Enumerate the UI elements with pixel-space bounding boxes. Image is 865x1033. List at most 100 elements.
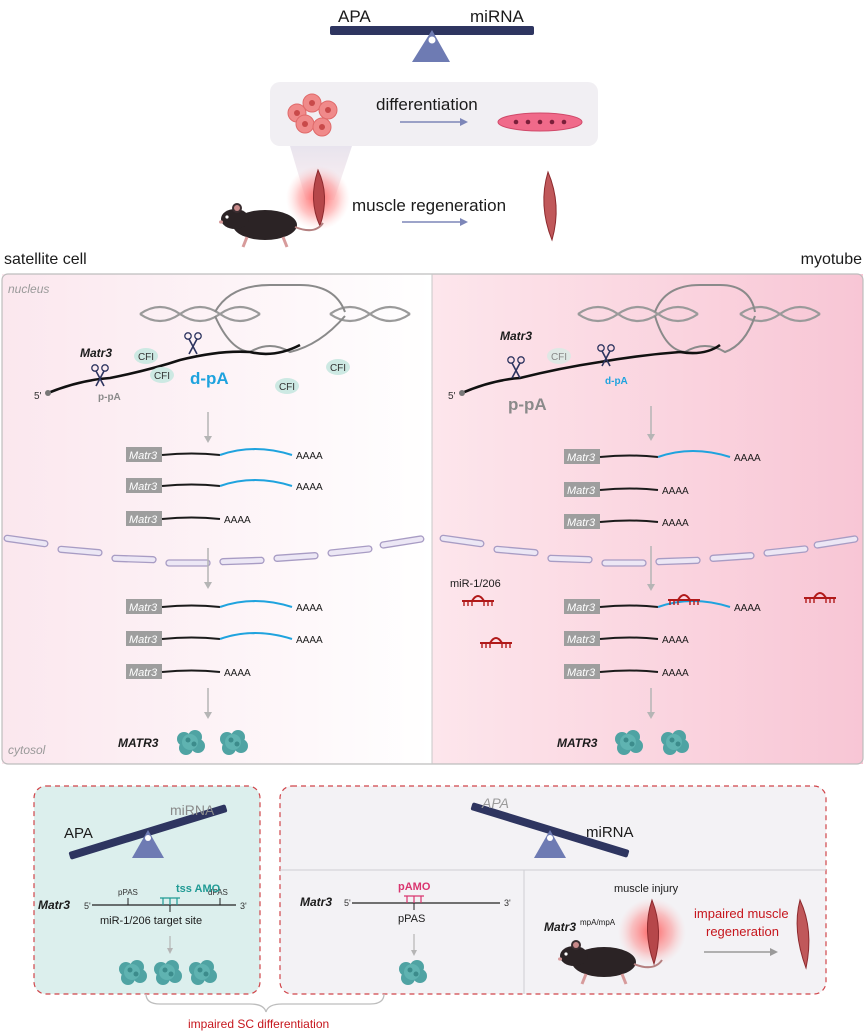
left-protein-label: MATR3 xyxy=(118,736,159,750)
right-protein-label: MATR3 xyxy=(557,736,598,750)
seesaw-fulcrum xyxy=(412,30,450,62)
satellite-cells-cluster xyxy=(287,93,338,137)
transcript-label-box xyxy=(564,482,600,497)
br-injury-label: muscle injury xyxy=(614,883,679,895)
left-transcription: 5' Matr3 p-pA d-pA CFI CFI CFI CFI xyxy=(34,284,411,443)
header-satellite-cell: satellite cell xyxy=(4,251,87,268)
right-transcription: 5' Matr3 p-pA d-pA CFI xyxy=(448,284,821,441)
differentiation-label: differentiation xyxy=(376,95,478,114)
polya-tail-label: AAAA xyxy=(296,603,323,614)
transcript-coding-region xyxy=(161,483,221,487)
right-protein-row: MATR3 xyxy=(557,730,689,755)
br-mirna-label: miRNA xyxy=(586,824,634,841)
transcript-coding-region xyxy=(161,516,221,520)
bl-protein-icon-2 xyxy=(154,960,182,985)
mirna-label: miRNA xyxy=(470,7,524,26)
polya-tail-label: AAAA xyxy=(662,668,689,679)
apa-label: APA xyxy=(338,7,371,26)
right-p-pa-label: p-pA xyxy=(508,395,547,414)
br-seesaw-fulcrum xyxy=(534,830,566,858)
transcript-long-3utr xyxy=(657,600,731,608)
right-panel-bg xyxy=(432,274,863,764)
transcript-label-box xyxy=(564,664,600,679)
left-p-pa-label: p-pA xyxy=(98,392,121,403)
mirna-label-right: miR-1/206 xyxy=(450,578,501,590)
br-outcome-line1: impaired muscle xyxy=(694,906,789,921)
bl-ppas: pPAS xyxy=(118,888,138,897)
svg-text:3': 3' xyxy=(240,901,247,911)
svg-text:CFI: CFI xyxy=(138,352,154,363)
transcript-coding-region xyxy=(161,636,221,640)
transcript-label-box xyxy=(564,599,600,614)
impaired-sc-label: impaired SC differentiation xyxy=(188,1017,329,1031)
transcript-gene-label: Matr3 xyxy=(129,634,158,646)
transcript-gene-label: Matr3 xyxy=(567,634,596,646)
transcript-long-3utr xyxy=(657,450,731,458)
transcript-gene-label: Matr3 xyxy=(129,450,158,462)
transcript-coding-region xyxy=(599,604,659,608)
transcript-coding-region xyxy=(599,487,659,491)
bl-gene-label: Matr3 xyxy=(38,898,70,912)
regeneration-label: muscle regeneration xyxy=(352,196,506,215)
transcript-label-box xyxy=(126,631,162,646)
transcript-gene-label: Matr3 xyxy=(567,602,596,614)
br-ppas-label: pPAS xyxy=(398,913,425,925)
bl-tss-amo-label: tss AMO xyxy=(176,883,221,895)
polya-tail-label: AAAA xyxy=(296,482,323,493)
left-cfi-1 xyxy=(134,348,158,364)
bl-mirna-label: miRNA xyxy=(170,802,215,818)
svg-text:5': 5' xyxy=(344,898,351,908)
svg-text:5': 5' xyxy=(84,901,91,911)
transcript-label-box xyxy=(126,664,162,679)
left-nascent-rna xyxy=(47,343,301,395)
differentiation-background xyxy=(270,82,598,146)
flow-arrows xyxy=(207,546,652,714)
br-pamo-label: pAMO xyxy=(398,881,431,893)
myotube-icon xyxy=(497,112,583,132)
bl-protein-icon-1 xyxy=(119,960,147,985)
transcript-long-3utr xyxy=(219,448,293,456)
bl-dpas: dPAS xyxy=(208,888,228,897)
header-myotube: myotube xyxy=(801,251,862,268)
top-seesaw: APA miRNA xyxy=(330,7,534,62)
br-mouse-gene: Matr3 xyxy=(544,920,576,934)
svg-text:CFI: CFI xyxy=(551,352,567,363)
bottom-right-box: APA miRNA Matr3 5' 3' pAMO pPAS muscle i… xyxy=(279,785,827,995)
polya-tail-label: AAAA xyxy=(224,668,251,679)
differentiation-box: differentiation xyxy=(270,82,598,146)
left-cfi-4 xyxy=(326,359,350,375)
svg-text:CFI: CFI xyxy=(154,371,170,382)
bl-apa-label: APA xyxy=(64,825,93,842)
transcript-label-box xyxy=(126,478,162,493)
transcript-coding-region xyxy=(599,519,659,523)
bottom-left-box: APA miRNA Matr3 5' 3' pPAS dPAS tss AMO … xyxy=(33,785,261,995)
transcript-label-box xyxy=(564,514,600,529)
transcript-label-box xyxy=(126,599,162,614)
right-nascent-rna xyxy=(461,343,721,395)
left-cfi-3 xyxy=(275,378,299,394)
br-mouse-superscript: mpA/mpA xyxy=(580,918,616,927)
right-five-prime: 5' xyxy=(448,391,456,402)
br-injured-muscle-icon xyxy=(646,898,660,966)
bl-seesaw-fulcrum xyxy=(132,830,164,858)
transcript-long-3utr xyxy=(219,479,293,487)
polya-tail-label: AAAA xyxy=(296,635,323,646)
transcript-gene-label: Matr3 xyxy=(129,667,158,679)
transcript-gene-label: Matr3 xyxy=(129,481,158,493)
polya-tail-label: AAAA xyxy=(734,453,761,464)
matr3-protein-icon-1 xyxy=(177,730,205,755)
transcript-coding-region xyxy=(599,636,659,640)
svg-text:CFI: CFI xyxy=(279,382,295,393)
left-gene-label: Matr3 xyxy=(80,346,112,360)
transcript-coding-region xyxy=(161,452,221,456)
transcript-long-3utr xyxy=(219,632,293,640)
cytosol-label: cytosol xyxy=(8,743,46,757)
matr3-protein-icon-2 xyxy=(220,730,248,755)
